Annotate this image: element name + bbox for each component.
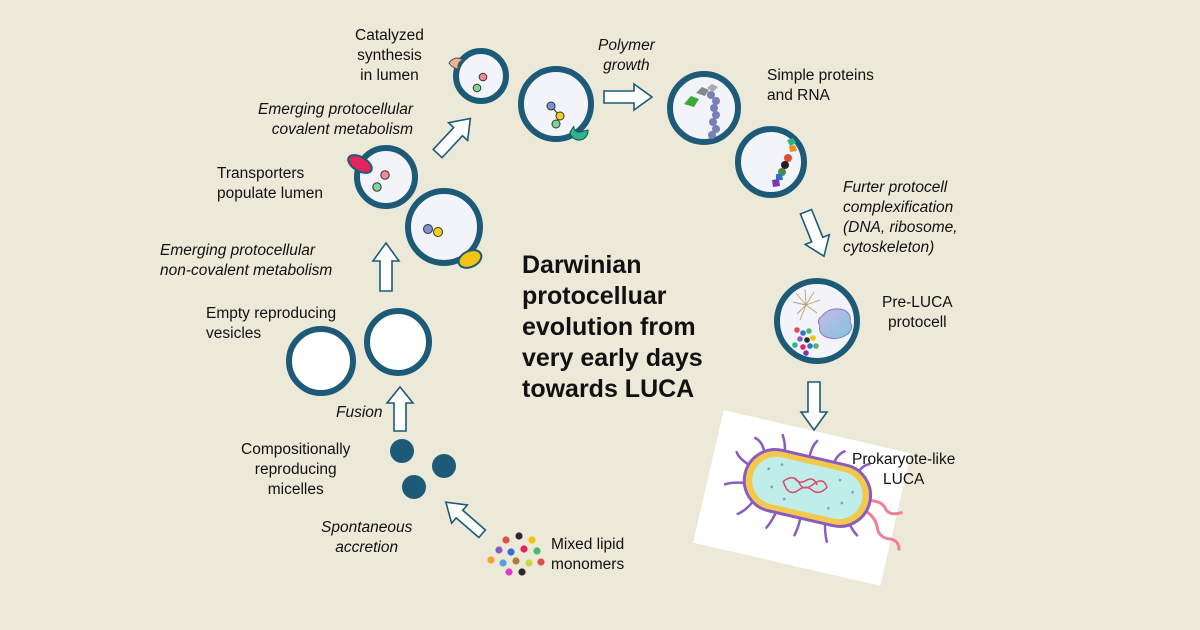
label-line: populate lumen bbox=[217, 185, 323, 202]
label-line: Spontaneous bbox=[321, 519, 413, 536]
label-line: Simple proteins bbox=[767, 67, 874, 84]
label-line: monomers bbox=[551, 556, 625, 573]
title-line: very early days bbox=[522, 344, 703, 372]
protocell-icon bbox=[667, 71, 741, 145]
transporter-icon bbox=[457, 249, 483, 269]
label-line: Emerging protocellular bbox=[258, 101, 414, 118]
label-mixed-lipid-monomers: Mixed lipid monomers bbox=[551, 535, 624, 575]
protocell-icon bbox=[405, 188, 483, 269]
title-line: protocelluar bbox=[522, 282, 667, 310]
label-spontaneous-accretion: Spontaneous accretion bbox=[321, 518, 412, 558]
micelle-icon bbox=[390, 439, 456, 499]
label-micelles: Compositionally reproducing micelles bbox=[241, 440, 350, 500]
protocell-icon bbox=[518, 66, 594, 142]
label-line: accretion bbox=[335, 539, 399, 556]
protocell-icon bbox=[448, 48, 509, 104]
label-line: and RNA bbox=[767, 87, 830, 104]
enzyme-icon bbox=[569, 125, 589, 141]
title-line: evolution from bbox=[522, 313, 696, 341]
title-line: Darwinian bbox=[522, 251, 642, 279]
label-line: Catalyzed bbox=[355, 27, 424, 44]
label-line: (DNA, ribosome, bbox=[843, 219, 958, 236]
protocell-icon bbox=[735, 126, 807, 198]
enzyme-icon bbox=[448, 57, 465, 70]
label-line: Pre-LUCA bbox=[882, 294, 953, 311]
label-line: reproducing bbox=[254, 461, 337, 478]
arrow-icon bbox=[371, 82, 831, 539]
label-line: Polymer bbox=[598, 37, 655, 54]
label-empty-vesicles: Empty reproducing vesicles bbox=[206, 304, 336, 344]
label-line: vesicles bbox=[206, 325, 262, 342]
label-line: non-covalent metabolism bbox=[160, 262, 333, 279]
label-line: cytoskeleton) bbox=[843, 239, 935, 256]
label-simple-proteins: Simple proteins and RNA bbox=[767, 66, 874, 106]
label-line: Transporters bbox=[217, 165, 305, 182]
label-catalyzed-synthesis: Catalyzed synthesis in lumen bbox=[355, 26, 424, 86]
diagram-title: Darwinian protocelluar evolution from ve… bbox=[522, 250, 703, 405]
protocell-icon bbox=[774, 278, 860, 364]
transporter-icon bbox=[347, 154, 373, 174]
label-line: Furter protocell bbox=[843, 179, 948, 196]
vesicle-icon bbox=[286, 308, 432, 396]
bacterium-icon bbox=[693, 410, 911, 586]
label-fusion: Fusion bbox=[336, 404, 383, 421]
label-line: covalent metabolism bbox=[271, 121, 414, 138]
protocell-icon bbox=[347, 145, 418, 209]
label-line: Emerging protocellular bbox=[160, 242, 316, 259]
label-transporters: Transporters populate lumen bbox=[217, 164, 323, 204]
label-further-complexification: Furter protocell complexification (DNA, … bbox=[843, 178, 958, 258]
label-line: protocell bbox=[888, 314, 947, 331]
title-line: towards LUCA bbox=[522, 375, 695, 403]
label-pre-luca: Pre-LUCA protocell bbox=[882, 293, 953, 333]
label-line: synthesis bbox=[357, 47, 422, 64]
lipid-monomer-icon bbox=[487, 532, 545, 576]
label-line: in lumen bbox=[360, 67, 419, 84]
label-line: micelles bbox=[267, 481, 324, 498]
label-prokaryote-luca: Prokaryote-like LUCA bbox=[852, 450, 955, 490]
label-line: growth bbox=[603, 57, 650, 74]
label-line: Empty reproducing bbox=[206, 305, 337, 322]
label-covalent-metabolism: Emerging protocellular covalent metaboli… bbox=[258, 100, 413, 140]
label-noncovalent-metabolism: Emerging protocellular non-covalent meta… bbox=[160, 241, 332, 281]
label-line: LUCA bbox=[883, 471, 925, 488]
polymer-chain-icon bbox=[772, 138, 797, 187]
label-line: complexification bbox=[843, 199, 954, 216]
label-line: Prokaryote-like bbox=[852, 451, 956, 468]
label-line: Compositionally bbox=[241, 441, 351, 458]
label-polymer-growth: Polymer growth bbox=[598, 36, 655, 76]
polymer-chain-icon bbox=[684, 84, 720, 139]
label-line: Mixed lipid bbox=[551, 536, 625, 553]
